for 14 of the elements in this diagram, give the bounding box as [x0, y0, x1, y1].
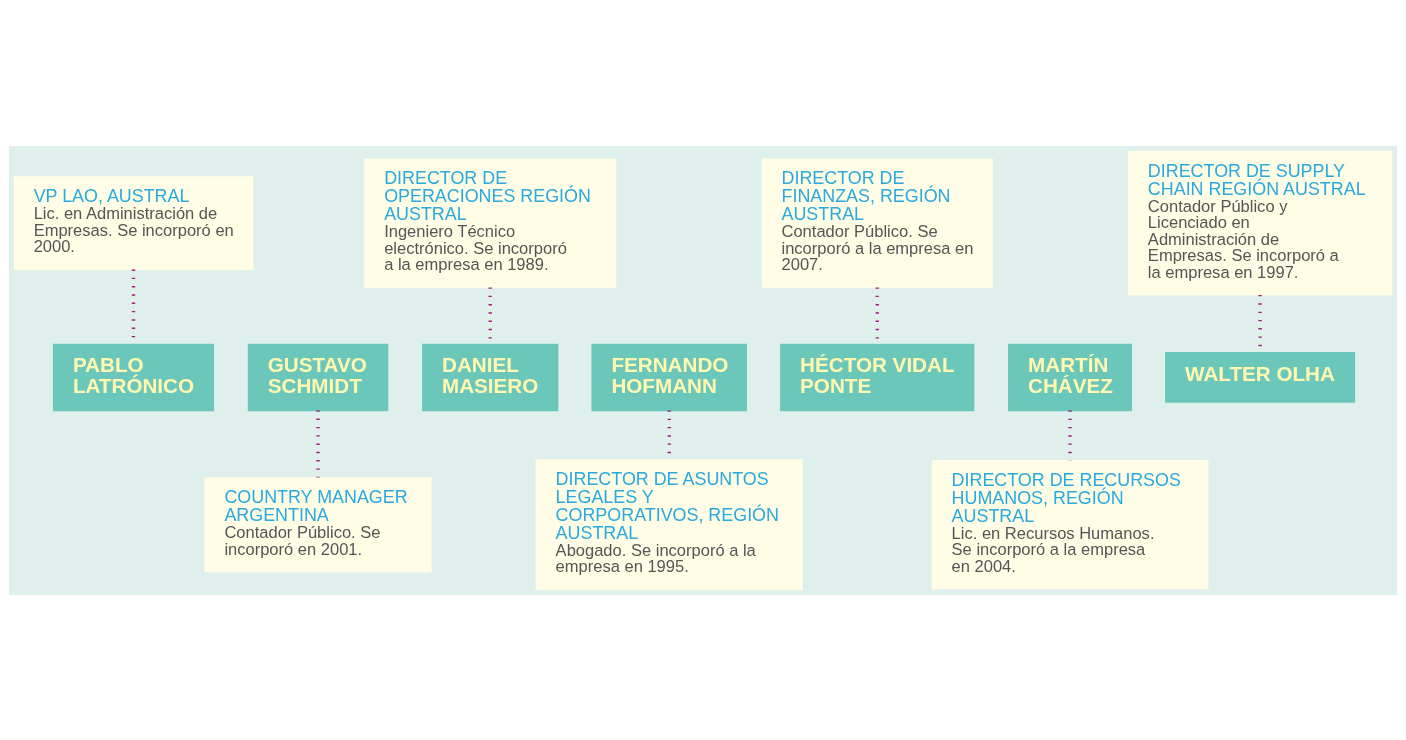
node-box: DIRECTOR DE RECURSOS HUMANOS, REGIÓN AUSTRAL Lic. en Recursos Humanos. Se incorporó a la empresa en 2004.	[931, 459, 1209, 589]
node-box: PABLO LATRÓNICO	[52, 343, 215, 411]
node-box: VP LAO, AUSTRAL Lic. en Administración de Empresas. Se incorporó en 2000.	[13, 175, 254, 270]
node-box: DIRECTOR DE SUPPLY CHAIN REGIÓN AUSTRAL Contador Público y Licenciado en Administración de Empresas. Se incorporó a la empresa en 1997.	[1127, 150, 1393, 295]
node-box: WALTER OLHA	[1165, 351, 1356, 403]
node-box: FERNANDO HOFMANN	[591, 343, 748, 411]
node-box: DANIEL MASIERO	[422, 343, 559, 411]
node-box: DIRECTOR DE ASUNTOS LEGALES Y CORPORATIVOS, REGIÓN AUSTRAL Abogado. Se incorporó a la empresa en 1995.	[535, 458, 803, 590]
node-box: DIRECTOR DE FINANZAS, REGIÓN AUSTRAL Contador Público. Se incorporó a la empresa en 2007.	[761, 157, 993, 288]
node-box: DIRECTOR DE OPERACIONES REGIÓN AUSTRAL Ingeniero Técnico electrónico. Se incorporó a la empresa en 1989.	[364, 157, 617, 288]
node-box: MARTÍN CHÁVEZ	[1008, 343, 1133, 411]
node-box: GUSTAVO SCHMIDT	[247, 343, 389, 411]
node-box: COUNTRY MANAGER ARGENTINA Contador Público. Se incorporó en 2001.	[204, 476, 432, 572]
node-box: HÉCTOR VIDAL PONTE	[780, 343, 975, 411]
